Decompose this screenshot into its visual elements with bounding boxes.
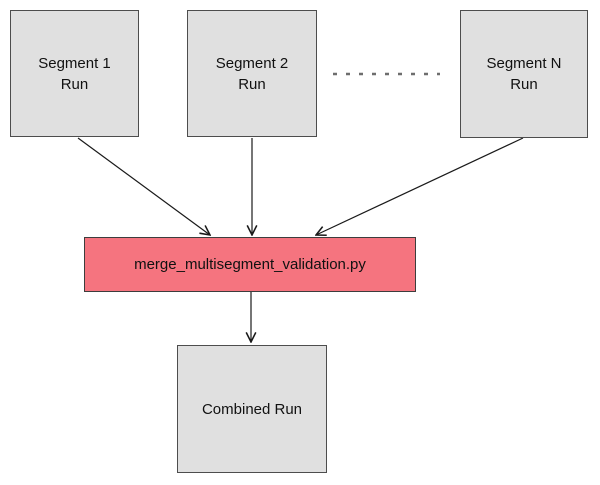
- segment-n-label-line2: Run: [510, 76, 538, 93]
- segment-1-label-line1: Segment 1: [38, 54, 111, 72]
- arrow-segment1-to-merge: [77, 137, 210, 235]
- segment-2-label-line1: Segment 2: [215, 54, 289, 72]
- node-merge-script: merge_multisegment_validation.py: [84, 237, 416, 292]
- segment-1-label-line2: Run: [60, 75, 89, 93]
- arrow-segmentN-to-merge: [316, 137, 524, 235]
- node-segment-2-run: Segment 2 Run: [187, 10, 317, 137]
- segment-2-label: Segment 2 Run: [216, 53, 289, 95]
- segment-n-label-line1: Segment N: [486, 55, 562, 72]
- merge-script-label: merge_multisegment_validation.py: [134, 256, 366, 273]
- segment-n-label: Segment N Run: [486, 53, 561, 95]
- node-segment-n-run: Segment N Run: [460, 10, 588, 138]
- combined-run-label: Combined Run: [201, 400, 303, 418]
- node-combined-run: Combined Run: [177, 345, 327, 473]
- segment-1-label: Segment 1 Run: [38, 53, 111, 95]
- segment-2-label-line2: Run: [238, 75, 266, 93]
- node-segment-1-run: Segment 1 Run: [10, 10, 139, 137]
